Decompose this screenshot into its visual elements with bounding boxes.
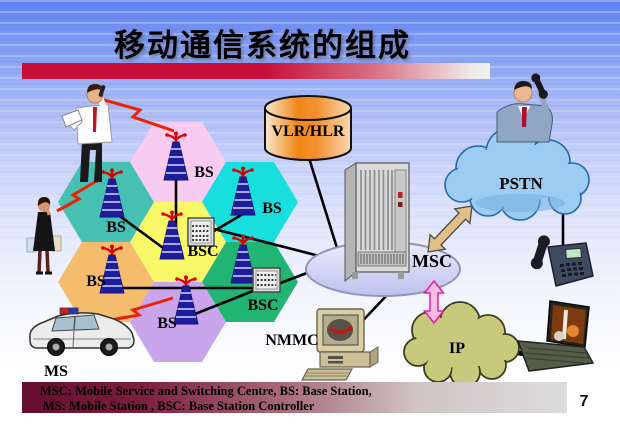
msc-ip-arrow	[422, 279, 446, 325]
link-bs-bottommiddle-bsc2	[189, 287, 259, 318]
lightning-man-bs	[96, 96, 175, 133]
mobile-user-man	[61, 84, 113, 182]
link-bsc-center-msc	[213, 227, 336, 262]
phone-keypad	[560, 262, 584, 277]
desk-phone	[530, 235, 594, 287]
link-bs-topright-bsc	[213, 212, 244, 233]
label-bs-bottommiddle: BS	[157, 315, 177, 332]
label-nmmc: NMMC	[265, 332, 318, 349]
label-bsc-bottomright: BSC	[247, 297, 278, 314]
car-lightbar-red	[59, 307, 70, 315]
link-vlrhlr-msc	[307, 157, 339, 249]
label-ip: IP	[449, 340, 465, 357]
msc-switch-rack	[344, 162, 410, 283]
red-tie	[93, 107, 97, 132]
bsc-box-bottomright	[252, 267, 281, 293]
lightning-woman-bs	[56, 177, 101, 213]
label-pstn: PSTN	[499, 174, 543, 193]
slide-title: 移动通信系统的组成	[114, 28, 411, 63]
bsc-equipment-boxes	[187, 217, 281, 293]
title-accent-bar	[22, 63, 490, 79]
footer-bar: MSC: Mobile Service and Switching Centre…	[22, 382, 567, 413]
rack-indicator-light	[398, 192, 403, 198]
phone-display	[565, 248, 582, 259]
papers	[61, 109, 83, 128]
label-bs-topleft: BS	[106, 219, 126, 236]
label-bsc-center: BSC	[187, 243, 218, 260]
police-car	[29, 307, 135, 356]
red-tie	[522, 107, 527, 127]
footer-line2: MS: Mobile Station , BSC: Base Station C…	[43, 399, 315, 413]
laptop	[516, 300, 595, 372]
msc-pstn-arrow	[427, 205, 473, 253]
pstn-user-man	[496, 73, 553, 143]
vlr-hlr-database	[264, 95, 352, 161]
label-vlr-hlr: VLR/HLR	[272, 123, 345, 140]
link-bs-topleft-bsc	[116, 212, 171, 255]
lightning-car-bs	[104, 296, 174, 323]
mobile-user-woman	[26, 197, 62, 275]
label-bs-bottomleft: BS	[86, 273, 106, 290]
page-number: 7	[579, 393, 589, 410]
label-bs-topmiddle: BS	[194, 164, 214, 181]
label-bs-topright: BS	[262, 200, 282, 217]
ip-cloud	[403, 301, 520, 388]
footer-line1: MSC: Mobile Service and Switching Centre…	[40, 384, 372, 398]
car-lightbar-blue	[68, 307, 79, 315]
label-ms: MS	[44, 363, 68, 380]
diagram-labels: BS BS BS BSC BS BS BSC VLR/HLR MSC PSTN …	[44, 123, 543, 380]
mobile-phone	[98, 85, 106, 97]
label-msc: MSC	[412, 251, 452, 271]
bsc-box-center	[187, 217, 215, 247]
radio-links	[56, 96, 175, 323]
telephone-handset	[531, 73, 548, 99]
nmmc-computer	[300, 308, 379, 381]
